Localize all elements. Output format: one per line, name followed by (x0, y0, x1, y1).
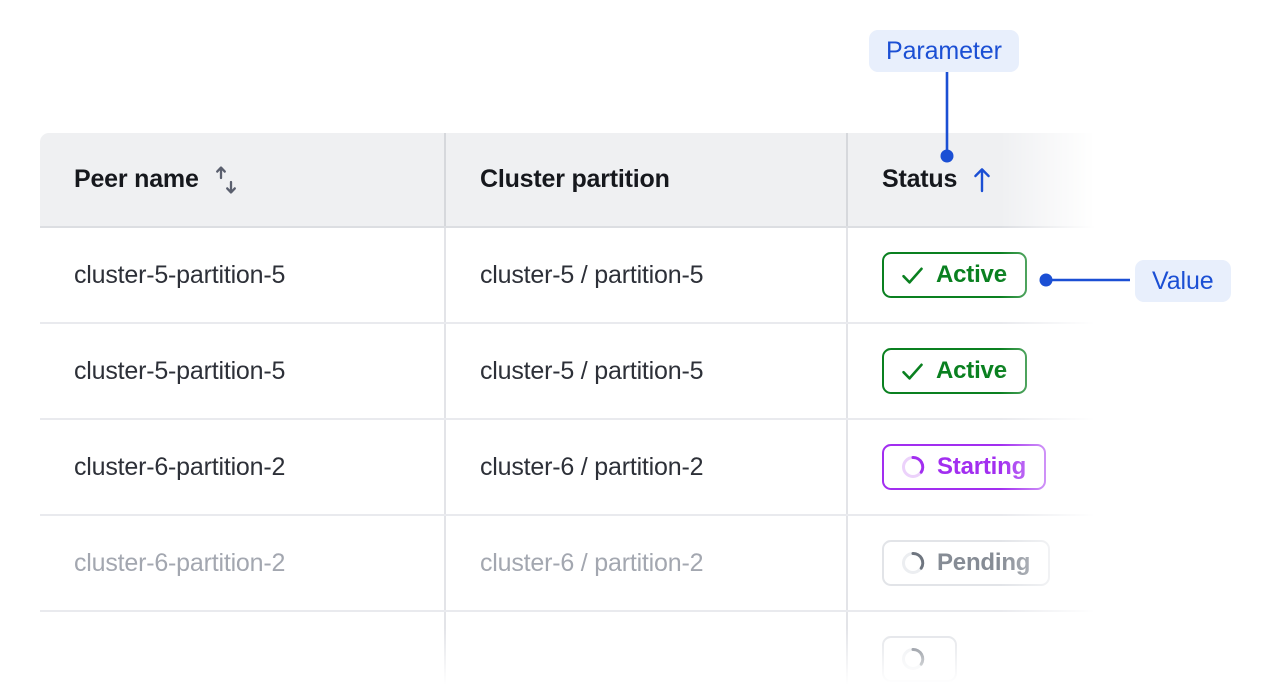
status-badge-pending (882, 636, 957, 682)
sort-updown-icon[interactable] (213, 165, 239, 195)
check-icon (900, 263, 925, 288)
status-badge-label: Active (936, 357, 1007, 384)
column-header-status[interactable]: Status (847, 133, 1100, 228)
arrow-up-icon[interactable] (971, 167, 993, 193)
status-badge-label: Pending (937, 549, 1031, 576)
cell-status: Active (847, 227, 1100, 324)
table-row[interactable]: cluster-6-partition-2 cluster-6 / partit… (40, 515, 1100, 612)
cell-peer-name: cluster-6-partition-2 (40, 419, 446, 516)
status-badge-label: Starting (937, 453, 1027, 480)
column-header-peer-name[interactable]: Peer name (40, 133, 446, 228)
cell-status (847, 611, 1100, 688)
cell-status: Starting (847, 419, 1100, 516)
status-badge-starting: Starting (882, 444, 1047, 490)
table-row[interactable]: cluster-5-partition-5 cluster-5 / partit… (40, 323, 1100, 420)
spinner-icon (900, 550, 926, 576)
cell-cluster-partition: cluster-5 / partition-5 (445, 227, 848, 324)
status-badge-active: Active (882, 348, 1027, 394)
table-header: Peer name Cluster partition (40, 133, 1100, 228)
status-badge-pending: Pending (882, 540, 1051, 586)
table-header-row: Peer name Cluster partition (40, 133, 1100, 228)
status-badge-label: Active (936, 261, 1007, 288)
table-row[interactable] (40, 611, 1100, 688)
cell-status: Pending (847, 515, 1100, 612)
cell-peer-name: cluster-5-partition-5 (40, 227, 446, 324)
status-badge-active: Active (882, 252, 1027, 298)
cell-cluster-partition: cluster-6 / partition-2 (445, 419, 848, 516)
peer-table: Peer name Cluster partition (40, 133, 1100, 688)
cell-cluster-partition (445, 611, 848, 688)
peer-table-container: Peer name Cluster partition (40, 133, 1100, 688)
spinner-icon (900, 454, 926, 480)
cell-status: Active (847, 323, 1100, 420)
column-header-cluster-partition-label: Cluster partition (480, 165, 670, 193)
spinner-icon (900, 646, 926, 672)
table-body: cluster-5-partition-5 cluster-5 / partit… (40, 227, 1100, 688)
cell-peer-name: cluster-5-partition-5 (40, 323, 446, 420)
column-header-peer-name-label: Peer name (74, 165, 199, 193)
cell-peer-name (40, 611, 446, 688)
cell-cluster-partition: cluster-6 / partition-2 (445, 515, 848, 612)
cell-cluster-partition: cluster-5 / partition-5 (445, 323, 848, 420)
column-header-status-label: Status (882, 165, 958, 193)
check-icon (900, 359, 925, 384)
callout-parameter-label: Parameter (869, 30, 1019, 72)
callout-value-label: Value (1135, 260, 1231, 302)
column-header-cluster-partition[interactable]: Cluster partition (445, 133, 848, 228)
table-row[interactable]: cluster-5-partition-5 cluster-5 / partit… (40, 227, 1100, 324)
table-row[interactable]: cluster-6-partition-2 cluster-6 / partit… (40, 419, 1100, 516)
cell-peer-name: cluster-6-partition-2 (40, 515, 446, 612)
